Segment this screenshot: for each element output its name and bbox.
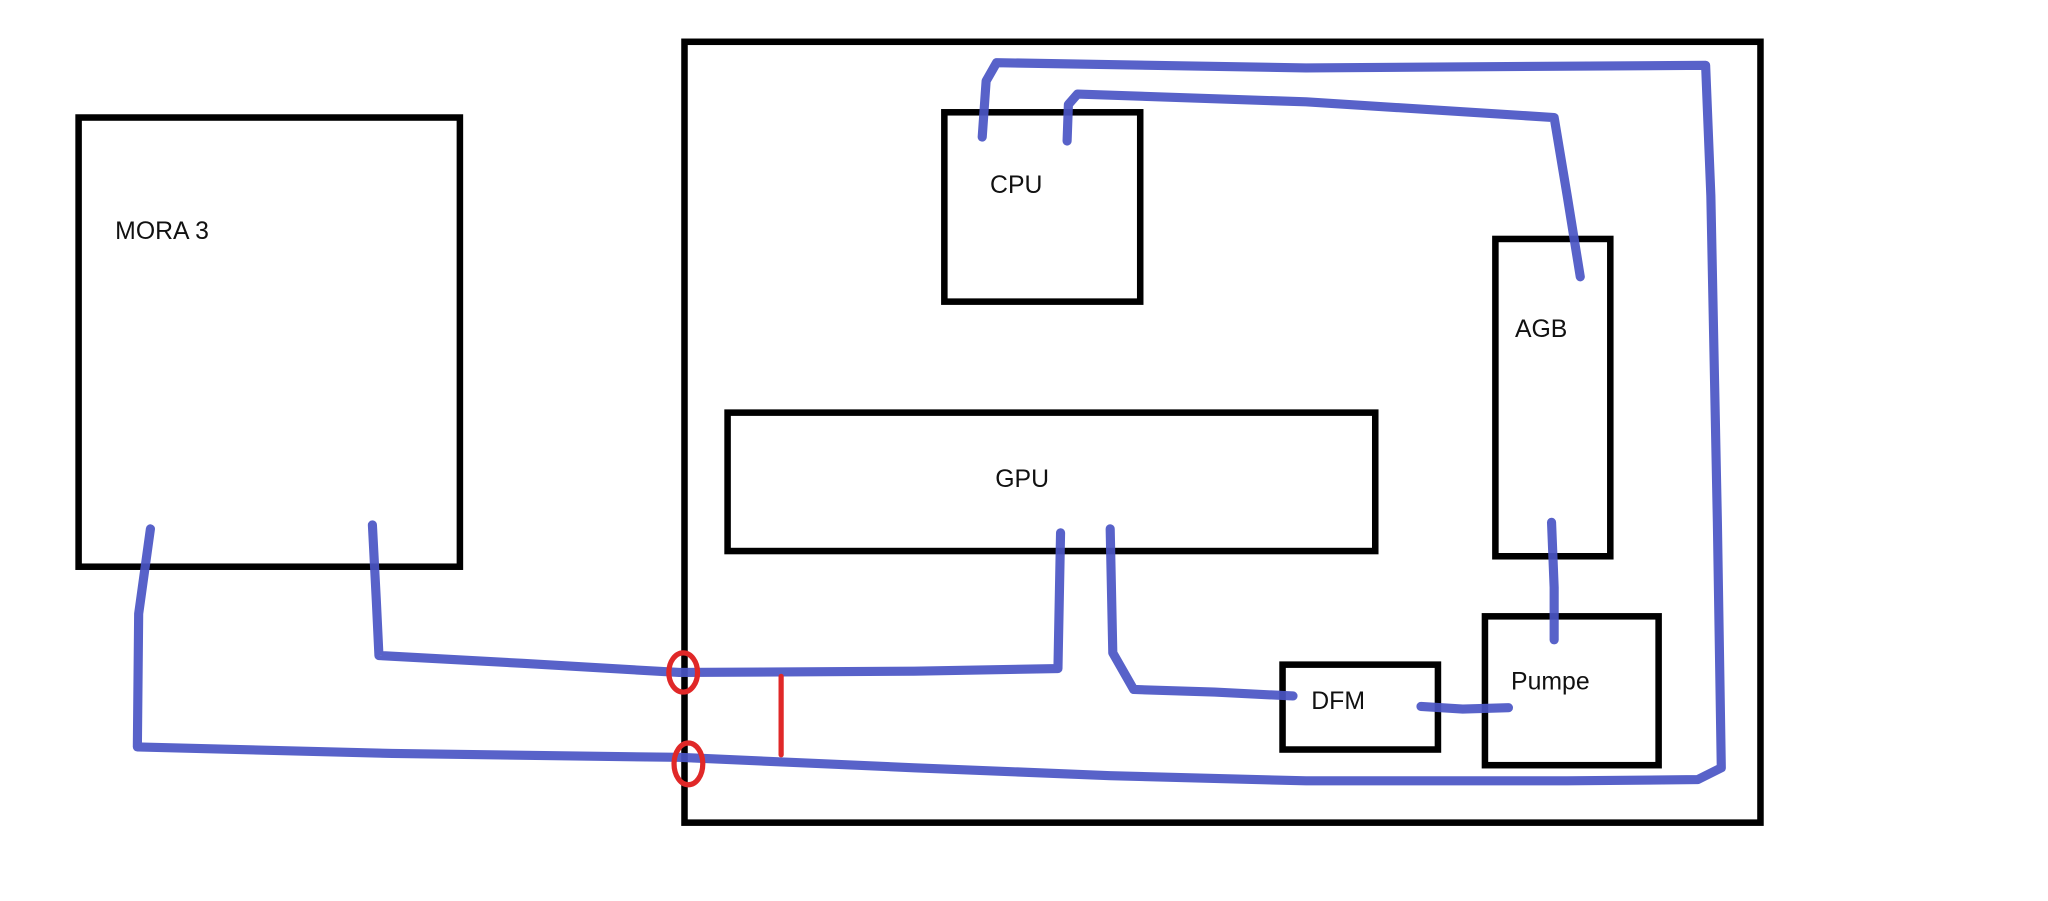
flow-meter-label: DFM — [1311, 688, 1365, 715]
tube-dfm-to-pump — [1416, 701, 1514, 714]
tube-radiator-to-gpu — [367, 520, 1066, 678]
marking-circle-top — [666, 650, 701, 695]
reservoir-box — [1492, 235, 1614, 560]
cpu-box — [941, 109, 1144, 305]
gpu-label: GPU — [995, 466, 1049, 493]
marking-circle-bottom — [671, 740, 706, 788]
case-outline — [681, 38, 1764, 826]
radiator-box — [75, 114, 464, 570]
tube-cpu-to-reservoir — [1062, 89, 1585, 282]
pump-label: Pumpe — [1511, 668, 1590, 695]
reservoir-label: AGB — [1515, 316, 1567, 343]
cpu-label: CPU — [990, 172, 1042, 199]
pump-box — [1481, 613, 1662, 769]
tube-return-loop — [132, 58, 1726, 786]
radiator-label: MORA 3 — [115, 218, 209, 245]
gpu-box — [724, 409, 1379, 555]
tube-gpu-to-dfm — [1105, 524, 1298, 701]
tube-reservoir-to-pump — [1546, 517, 1559, 645]
